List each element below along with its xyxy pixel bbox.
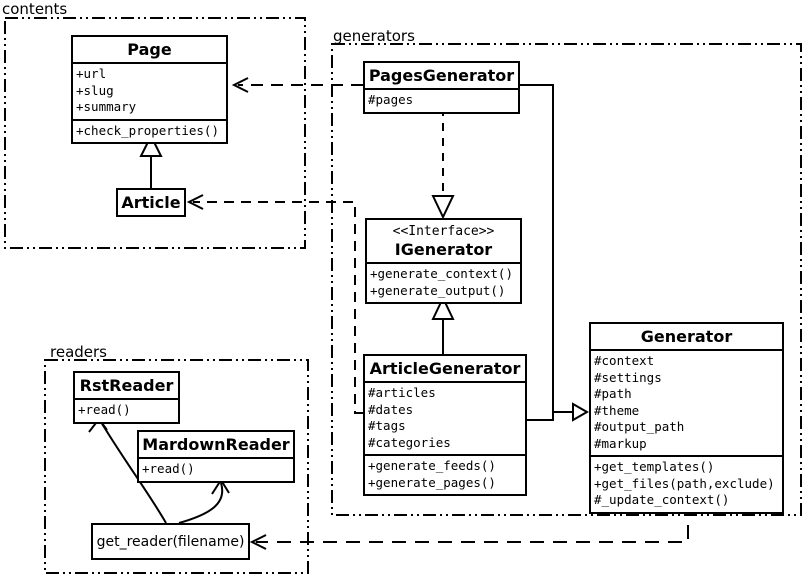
function-get-reader: get_reader(filename) [91, 523, 250, 560]
class-rstreader-methods: +read() [75, 398, 178, 422]
class-articlegenerator: ArticleGenerator #articles #dates #tags … [363, 354, 527, 496]
class-generator: Generator #context #settings #path #them… [589, 322, 784, 514]
class-articlegenerator-methods: +generate_feeds() +generate_pages() [365, 454, 525, 494]
class-generator-methods: +get_templates() +get_files(path,exclude… [591, 455, 782, 512]
attribute-line: #tags [368, 418, 406, 433]
edge-pagesgenerator-to-page [231, 77, 363, 93]
edge-pagesgenerator-to-igenerator [431, 108, 455, 220]
method-line: +check_properties() [76, 122, 219, 138]
method-line: +read() [142, 461, 195, 476]
edge-article-to-page [139, 133, 163, 188]
edge-getreader-to-mardownreader [178, 478, 230, 524]
method-line: +generate_context() [370, 266, 513, 281]
class-article: Article [116, 188, 186, 217]
class-article-title: Article [121, 193, 181, 212]
class-generator-attributes: #context #settings #path #theme #output_… [591, 349, 782, 455]
class-igenerator-stereotype: <<Interface>> [392, 224, 495, 239]
class-generator-title: Generator [640, 327, 733, 346]
attribute-line: #pages [368, 92, 414, 107]
class-page-methods: +check_properties() [73, 118, 226, 143]
attribute-line: #theme [594, 402, 640, 418]
attribute-line: #markup [594, 435, 647, 451]
attribute-line: +summary [76, 99, 137, 114]
attribute-line: #path [594, 386, 632, 401]
package-label-contents: contents [2, 0, 68, 18]
class-pagesgenerator: PagesGenerator #pages [363, 61, 520, 114]
class-articlegenerator-title: ArticleGenerator [369, 359, 521, 378]
class-rstreader: RstReader +read() [73, 371, 180, 424]
class-page-attributes: +url +slug +summary [73, 62, 226, 119]
package-generators-border [331, 43, 802, 516]
class-igenerator: <<Interface>> IGenerator +generate_conte… [365, 218, 522, 304]
attribute-line: +slug [76, 82, 114, 98]
package-readers-border [44, 359, 309, 574]
method-line: +generate_pages() [368, 474, 496, 490]
package-label-readers: readers [50, 343, 107, 361]
class-mardownreader: MardownReader +read() [137, 430, 295, 483]
class-rstreader-title: RstReader [79, 376, 174, 395]
package-label-generators: generators [333, 27, 415, 45]
class-pagesgenerator-attributes: #pages [365, 88, 518, 112]
method-line: +generate_output() [370, 282, 506, 298]
attribute-line: #settings [594, 369, 662, 385]
attribute-line: #categories [368, 434, 451, 450]
function-get-reader-label: get_reader(filename) [96, 533, 245, 550]
method-line: +get_files(path,exclude) [594, 475, 775, 491]
edge-articlegenerator-to-article [186, 194, 363, 414]
attribute-line: +url [76, 66, 107, 81]
class-igenerator-title: IGenerator [394, 240, 493, 259]
method-line: +read() [78, 402, 131, 417]
attribute-line: #articles [368, 385, 436, 400]
class-mardownreader-methods: +read() [139, 457, 293, 481]
edge-generator-to-getreader [249, 502, 689, 550]
method-line: +get_templates() [594, 459, 715, 474]
package-contents-border [4, 17, 306, 249]
attribute-line: #output_path [594, 419, 685, 434]
edge-generators-to-generator [520, 84, 590, 422]
class-igenerator-methods: +generate_context() +generate_output() [367, 262, 520, 302]
edge-articlegenerator-to-igenerator [431, 295, 455, 354]
class-mardownreader-title: MardownReader [142, 435, 290, 454]
method-line: +generate_feeds() [368, 458, 496, 473]
class-pagesgenerator-title: PagesGenerator [368, 66, 515, 85]
method-line: #_update_context() [594, 492, 730, 507]
class-articlegenerator-attributes: #articles #dates #tags #categories [365, 381, 525, 454]
attribute-line: #dates [368, 401, 414, 417]
class-page: Page +url +slug +summary +check_properti… [71, 35, 228, 144]
attribute-line: #context [594, 353, 655, 368]
class-page-title: Page [127, 40, 172, 59]
